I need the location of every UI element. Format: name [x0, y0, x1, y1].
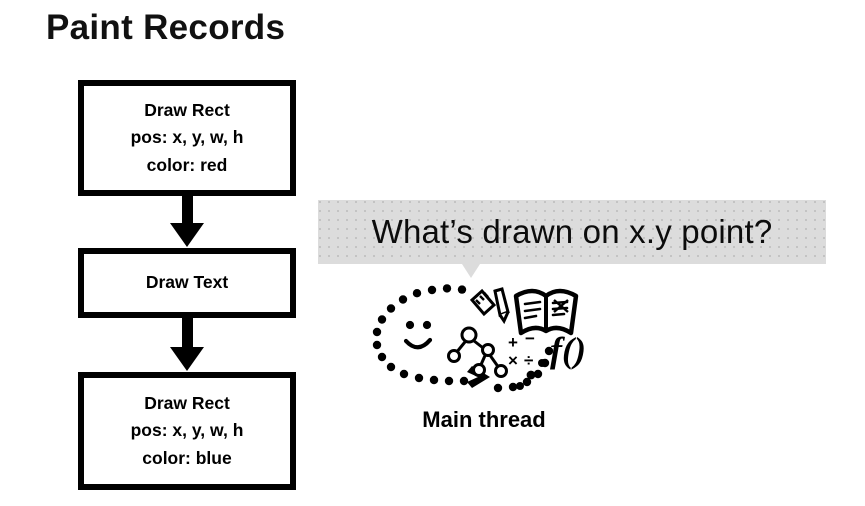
speech-bubble-tail-icon — [462, 264, 480, 278]
down-arrow-icon — [170, 318, 204, 371]
down-arrow-icon — [170, 196, 204, 247]
stray-dots — [516, 359, 546, 390]
arrow-head — [170, 223, 204, 247]
svg-text:+: + — [508, 333, 518, 352]
record-line: pos: x, y, w, h — [130, 420, 244, 441]
arrow-head — [170, 347, 204, 371]
speech-bubble-text: What’s drawn on x.y point? — [371, 213, 773, 250]
paint-record-box-draw-rect-blue: Draw Rect pos: x, y, w, h color: blue — [78, 372, 296, 490]
binary-tree — [447, 326, 508, 378]
page-title: Paint Records — [46, 8, 286, 47]
function-notation: f() — [550, 330, 586, 370]
speech-bubble: What’s drawn on x.y point? — [318, 200, 826, 264]
smiley-face — [403, 320, 433, 350]
arrow-shaft — [181, 196, 193, 224]
record-line: pos: x, y, w, h — [130, 127, 244, 148]
dotted-ellipse-head — [372, 284, 554, 393]
ruler — [469, 288, 497, 317]
record-line: color: blue — [142, 447, 232, 468]
math-symbols: + − × ÷ — [508, 329, 535, 370]
pencil — [493, 287, 510, 325]
record-line: Draw Rect — [144, 393, 230, 414]
svg-text:−: − — [525, 329, 535, 348]
record-line: color: red — [146, 154, 228, 175]
svg-text:×: × — [508, 351, 518, 370]
thinking-head-doodle-icon: + − × ÷ f() — [368, 278, 600, 406]
record-line: Draw Text — [145, 272, 229, 293]
paint-record-box-draw-rect-red: Draw Rect pos: x, y, w, h color: red — [78, 80, 296, 196]
arrow-shaft — [181, 318, 193, 348]
svg-text:÷: ÷ — [524, 351, 533, 370]
main-thread-label: Main thread — [422, 407, 546, 432]
open-book — [513, 288, 579, 336]
paint-record-box-draw-text: Draw Text — [78, 248, 296, 318]
record-line: Draw Rect — [144, 100, 230, 121]
